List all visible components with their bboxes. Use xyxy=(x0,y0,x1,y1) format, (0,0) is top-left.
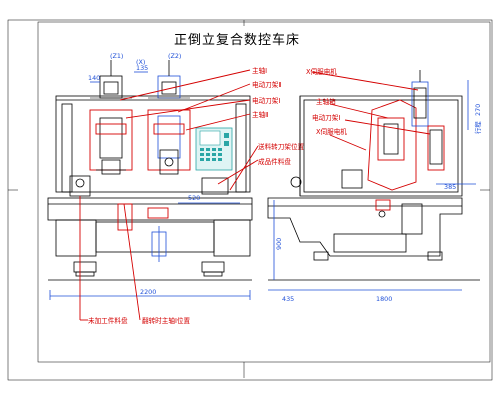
label-servo-motor-mid: Ⅹ伺服电机 xyxy=(316,127,347,136)
axis-x-label: (X) xyxy=(136,58,145,66)
spindle-box xyxy=(367,99,417,191)
label-tool-rest-1-left: 电动刀架Ⅰ xyxy=(252,96,280,105)
sheet-border-inner xyxy=(37,21,491,363)
side-view xyxy=(267,70,480,281)
side-leaders xyxy=(311,71,431,151)
label-finished-tray: 成品件料盘 xyxy=(258,157,291,166)
axis-z1-label: (Z1) xyxy=(110,52,123,60)
axis-z2-label: (Z2) xyxy=(168,52,181,60)
dim-135: 135 xyxy=(136,64,148,72)
label-servo-motor-top: Ⅹ伺服电机 xyxy=(306,67,337,76)
dim-435: 435 xyxy=(282,295,294,303)
front-leaders xyxy=(79,69,259,321)
dim-2200: 2200 xyxy=(140,288,156,296)
sheet-border-outer xyxy=(7,19,493,381)
label-feed-turret: 送料转刀架位置 xyxy=(258,142,305,151)
front-dimensions: 140 135 (Z1) (Z2) (X) 520 2200 xyxy=(49,52,251,300)
dim-900: 900 xyxy=(275,238,283,250)
label-spindle-2: 主轴Ⅱ xyxy=(252,110,268,119)
spindle-1-head xyxy=(99,75,123,99)
spindle-2-body xyxy=(147,109,191,171)
label-spindle-1: 主轴Ⅰ xyxy=(252,66,267,75)
dim-270: 270 xyxy=(474,104,482,116)
label-raw-tray: 未加工件料盘 xyxy=(88,316,128,325)
finished-tray-front xyxy=(201,177,229,195)
label-flip-position: 翻转时主轴Ⅰ位置 xyxy=(142,316,191,325)
front-bed xyxy=(47,197,253,221)
spindle-1-body xyxy=(89,109,133,171)
dim-1800: 1800 xyxy=(376,295,392,303)
dim-140: 140 xyxy=(88,74,100,82)
side-dimensions: 900 435 1800 385 270 行程 xyxy=(268,80,482,303)
tool-rest-side xyxy=(427,125,445,171)
label-tool-rest-2: 电动刀架Ⅱ xyxy=(252,80,282,89)
label-tool-rest-1-right: 电动刀架Ⅰ xyxy=(312,113,340,122)
dim-stroke: 行程 xyxy=(473,121,482,134)
front-view xyxy=(47,60,253,281)
dim-385: 385 xyxy=(444,183,456,191)
label-spindle-box: 主轴箱 xyxy=(316,97,336,106)
drawing-title: 正倒立复合数控车床 xyxy=(174,32,300,48)
dim-520: 520 xyxy=(188,194,200,202)
side-bed xyxy=(267,197,463,257)
